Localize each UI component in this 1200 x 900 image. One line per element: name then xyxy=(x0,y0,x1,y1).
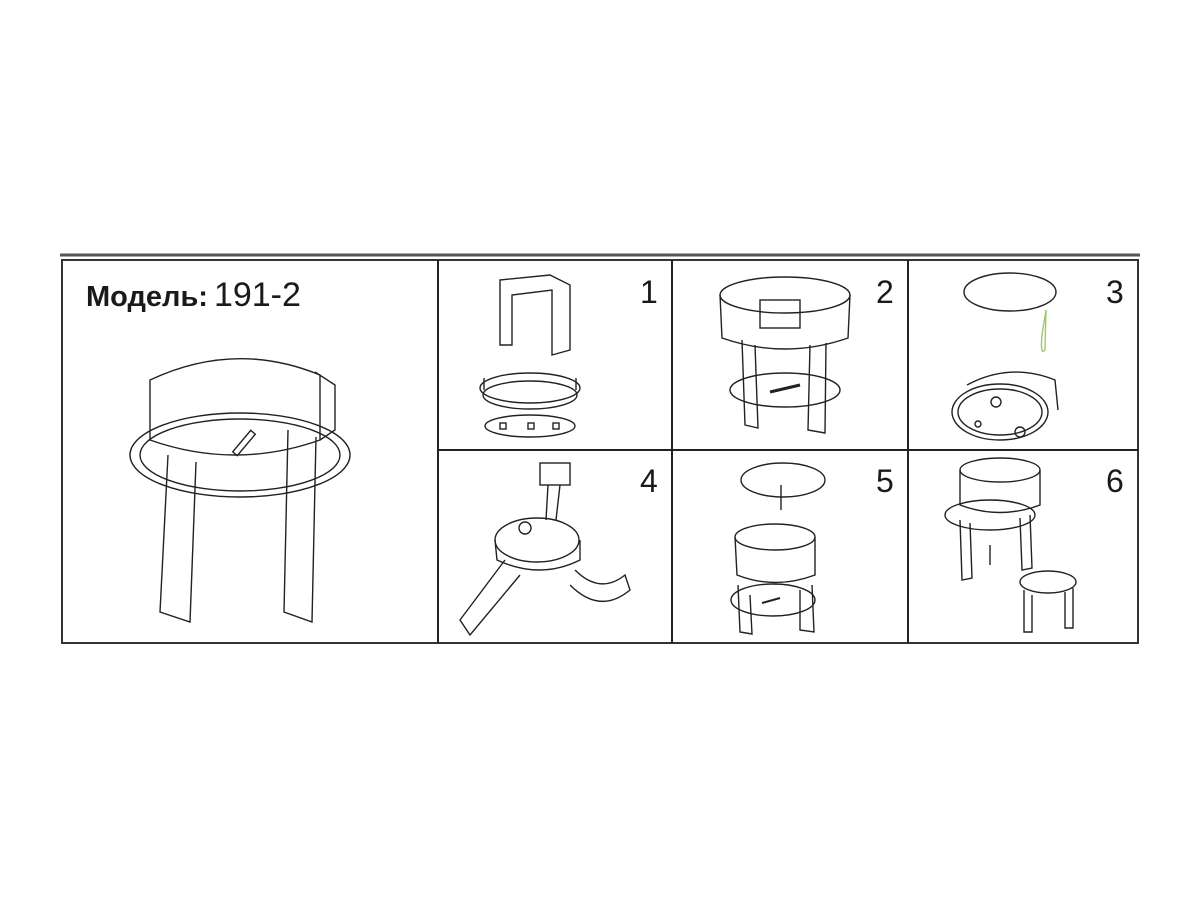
step-number-4: 4 xyxy=(640,463,658,499)
step-5-illustration xyxy=(730,462,826,635)
step-6-illustration xyxy=(944,457,1077,633)
model-title: Модель:191-2 xyxy=(86,276,301,315)
model-number: 191-2 xyxy=(213,276,301,314)
step-4-illustration xyxy=(459,462,631,637)
step-1-illustration xyxy=(479,274,581,438)
step-3-illustration xyxy=(951,272,1059,441)
model-label: Модель: xyxy=(86,281,208,313)
frame xyxy=(60,253,1140,644)
step-number-6: 6 xyxy=(1106,463,1124,499)
step-number-3: 3 xyxy=(1106,274,1124,310)
step-number-2: 2 xyxy=(876,274,894,310)
step-number-1: 1 xyxy=(640,274,658,310)
step-number-5: 5 xyxy=(876,463,894,499)
step-2-illustration xyxy=(719,276,851,434)
main-fixture-illustration xyxy=(129,358,351,623)
